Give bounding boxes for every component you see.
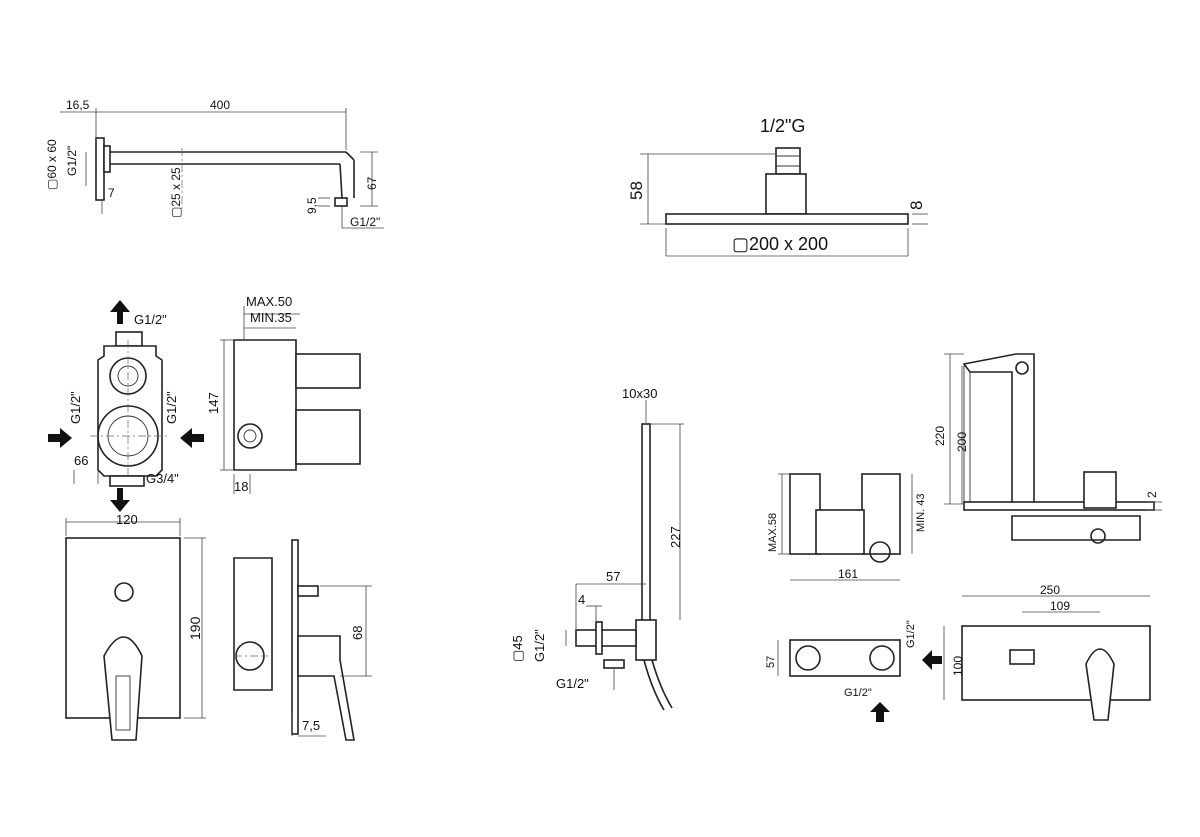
head-dim-thread: 1/2"G bbox=[760, 116, 805, 136]
mixer-max-58: MAX.58 bbox=[767, 513, 779, 552]
mixer-thread-bottom: G1/2" bbox=[844, 687, 872, 699]
arm-dim-flange: ▢60 x 60 bbox=[45, 139, 59, 190]
head-dim-size: ▢200 x 200 bbox=[732, 234, 828, 254]
mixer-dim-220: 220 bbox=[933, 426, 947, 446]
valve-plate-front bbox=[65, 518, 206, 741]
valve-depth-max: MAX.50 bbox=[246, 294, 292, 309]
arm-dim-offset: 16,5 bbox=[66, 98, 90, 112]
head-dim-height: 58 bbox=[627, 181, 646, 200]
hand-shower-view bbox=[565, 400, 684, 711]
valve-dim-width: 66 bbox=[74, 453, 88, 468]
mixer-dim-161: 161 bbox=[838, 567, 858, 581]
basin-mixer-side bbox=[944, 353, 1162, 544]
mixer-dim-200: 200 bbox=[955, 432, 969, 452]
valve-bottom-thread: G3/4" bbox=[146, 471, 179, 486]
arm-dim-thread-wall: G1/2" bbox=[65, 146, 79, 176]
arm-dim-thread-end: G1/2" bbox=[350, 215, 380, 229]
hand-shower-dim-sq: ▢45 bbox=[510, 635, 525, 662]
shower-arm-view bbox=[60, 108, 384, 229]
hand-shower-thread-side: G1/2" bbox=[532, 629, 547, 662]
mixer-dim-57: 57 bbox=[765, 656, 777, 668]
arm-dim-7: 7 bbox=[108, 186, 115, 200]
mixer-dim-100: 100 bbox=[951, 656, 965, 676]
arm-dim-9-5: 9,5 bbox=[305, 197, 319, 214]
mixer-min-43: MIN. 43 bbox=[915, 493, 927, 532]
plate-dim-height: 190 bbox=[187, 616, 203, 640]
basin-mixer-front bbox=[943, 595, 1151, 721]
mixer-dim-109: 109 bbox=[1050, 599, 1070, 613]
hand-shower-top: 10x30 bbox=[622, 386, 657, 401]
valve-dim-18: 18 bbox=[234, 479, 248, 494]
valve-left-thread: G1/2" bbox=[68, 391, 83, 424]
basin-mixer-body bbox=[778, 473, 913, 581]
valve-top-thread: G1/2" bbox=[134, 312, 167, 327]
arm-dim-tube: ▢25 x 25 bbox=[169, 167, 183, 218]
shower-head-view bbox=[640, 147, 928, 257]
valve-dim-height: 147 bbox=[206, 392, 221, 414]
valve-plate-side bbox=[233, 539, 372, 741]
arm-dim-drop: 67 bbox=[365, 176, 379, 190]
hand-shower-thread-bottom: G1/2" bbox=[556, 676, 589, 691]
basin-mixer-top bbox=[777, 639, 942, 722]
valve-body-side bbox=[220, 306, 361, 494]
plate-dim-68: 68 bbox=[350, 626, 365, 640]
head-dim-thickness: 8 bbox=[907, 201, 926, 210]
valve-right-thread: G1/2" bbox=[164, 391, 179, 424]
hand-shower-dim-57: 57 bbox=[606, 569, 620, 584]
mixer-dim-250: 250 bbox=[1040, 583, 1060, 597]
arm-dim-length: 400 bbox=[210, 98, 230, 112]
valve-body-front bbox=[48, 300, 204, 512]
mixer-thread-side: G1/2" bbox=[905, 620, 917, 648]
mixer-dim-2: 2 bbox=[1145, 491, 1159, 498]
plate-dim-7-5: 7,5 bbox=[302, 718, 320, 733]
hand-shower-dim-227: 227 bbox=[668, 526, 683, 548]
hand-shower-dim-4: 4 bbox=[578, 592, 585, 607]
valve-depth-min: MIN.35 bbox=[250, 310, 292, 325]
plate-dim-width: 120 bbox=[116, 512, 138, 527]
